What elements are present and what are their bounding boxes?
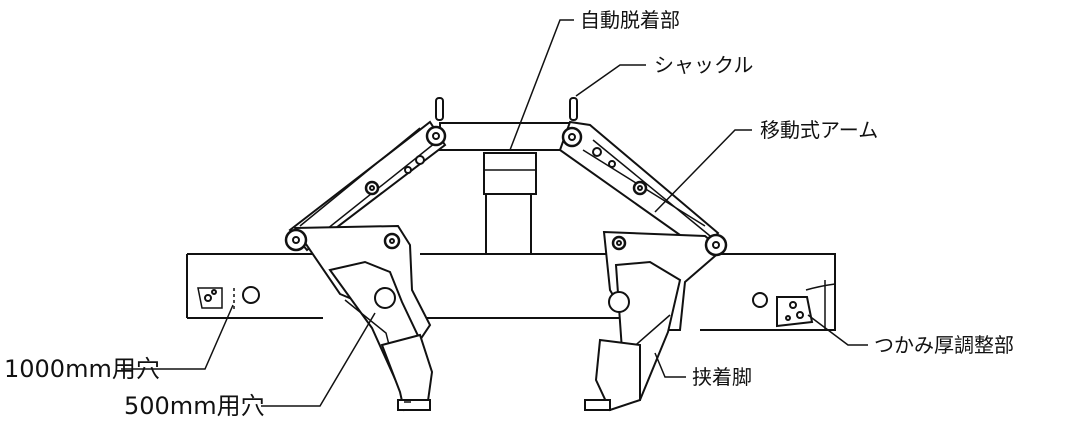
label-hole-500: 500mm用穴 <box>124 392 265 420</box>
label-grip-thickness-adjuster: つかみ厚調整部 <box>874 333 1014 357</box>
moving-arm-right <box>558 120 720 254</box>
label-shackle: シャックル <box>654 53 753 77</box>
hole-1000-marker <box>204 294 212 302</box>
central-frame <box>439 122 576 254</box>
clamp-leg-right <box>584 230 728 412</box>
auto-release-unit <box>483 152 537 195</box>
shackle-left <box>435 97 444 121</box>
clamp-leg-left <box>284 224 434 412</box>
hole-500-circle <box>374 287 396 309</box>
leader-shackle <box>575 64 646 97</box>
label-clamp-leg: 挟着脚 <box>692 365 752 389</box>
leader-lines <box>121 19 868 407</box>
hole-1000-circle <box>242 286 260 304</box>
label-moving-arm: 移動式アーム <box>760 118 878 142</box>
label-hole-1000: 1000mm用穴 <box>4 355 160 383</box>
label-auto-release: 自動脱着部 <box>580 8 680 32</box>
moving-arm-left <box>288 120 447 252</box>
main-beam <box>186 253 836 331</box>
shackles <box>435 97 578 121</box>
shackle-right <box>569 97 578 121</box>
